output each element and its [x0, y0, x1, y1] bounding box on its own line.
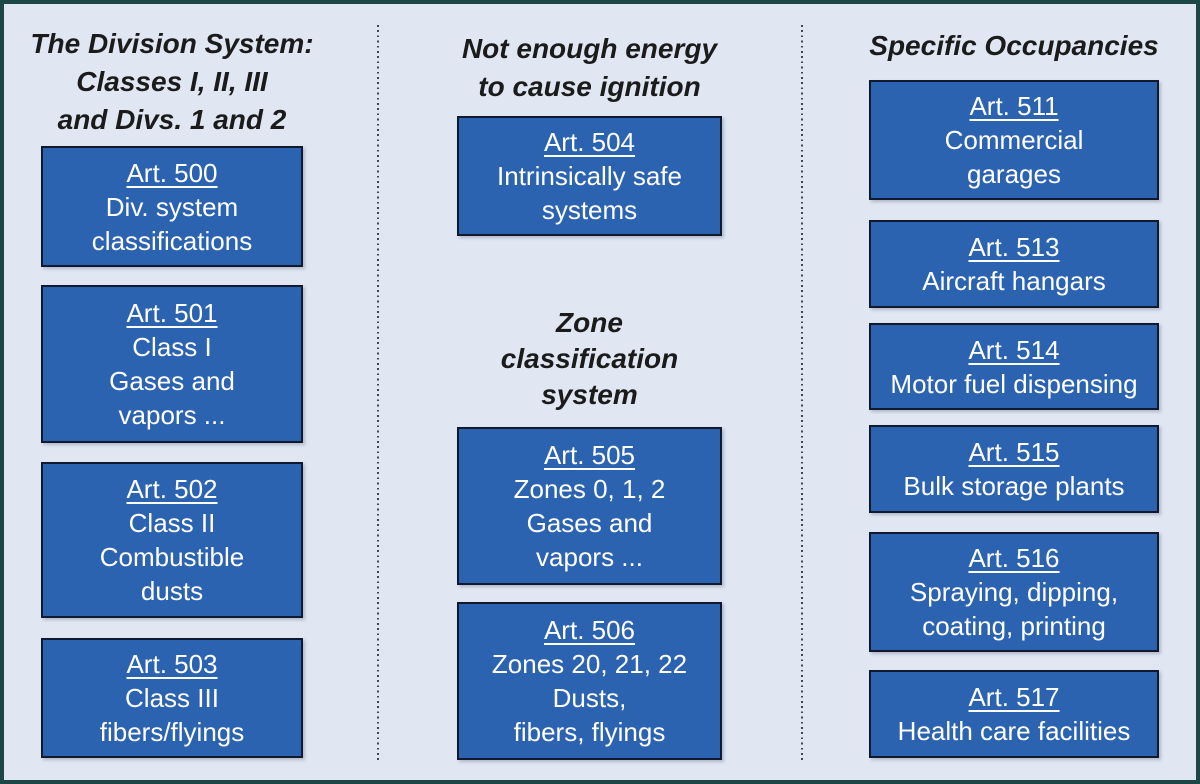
article-desc-line: Class III — [125, 683, 219, 713]
article-desc-line: Dusts, — [552, 683, 627, 713]
header-line: Classes I, II, III — [76, 66, 268, 97]
article-box-506: Art. 506 Zones 20, 21, 22 Dusts, fibers,… — [457, 602, 722, 760]
article-box-513: Art. 513 Aircraft hangars — [869, 220, 1159, 308]
article-box-505: Art. 505 Zones 0, 1, 2 Gases and vapors … — [457, 427, 722, 585]
article-box-515: Art. 515 Bulk storage plants — [869, 425, 1159, 513]
article-desc-line: fibers/flyings — [99, 717, 245, 747]
article-desc-line: Health care facilities — [897, 716, 1131, 746]
article-link-515[interactable]: Art. 515 — [968, 437, 1060, 467]
article-box-501: Art. 501 Class I Gases and vapors ... — [41, 285, 303, 443]
article-desc-line: Gases and — [109, 366, 235, 396]
intrinsic-safety-header: Not enough energy to cause ignition — [437, 30, 742, 106]
header-line: and Divs. 1 and 2 — [57, 104, 287, 135]
division-system-header: The Division System: Classes I, II, III … — [21, 25, 323, 139]
article-desc-line: dusts — [140, 576, 204, 606]
article-link-503[interactable]: Art. 503 — [126, 649, 218, 679]
article-desc-line: fibers, flyings — [513, 717, 666, 747]
article-desc-line: vapors ... — [118, 400, 226, 430]
article-desc-line: Aircraft hangars — [922, 266, 1106, 296]
article-box-504: Art. 504 Intrinsically safe systems — [457, 116, 722, 236]
article-desc-line: Class I — [132, 332, 212, 362]
column-divider-right — [801, 25, 803, 763]
article-box-516: Art. 516 Spraying, dipping, coating, pri… — [869, 532, 1159, 652]
article-link-511[interactable]: Art. 511 — [969, 91, 1059, 121]
article-link-500[interactable]: Art. 500 — [126, 157, 218, 188]
article-box-500: Art. 500 Div. system classifications — [41, 146, 303, 267]
article-box-511: Art. 511 Commercial garages — [869, 80, 1159, 200]
column-divider-left — [377, 25, 379, 763]
zone-classification-header: Zone classification system — [437, 305, 742, 413]
article-link-504[interactable]: Art. 504 — [543, 127, 636, 157]
article-link-517[interactable]: Art. 517 — [968, 682, 1060, 712]
article-box-514: Art. 514 Motor fuel dispensing — [869, 323, 1159, 410]
header-line: The Division System: — [30, 28, 314, 59]
article-desc-line: Zones 20, 21, 22 — [491, 649, 688, 679]
header-line: system — [541, 379, 638, 410]
article-desc-line: Commercial — [944, 125, 1084, 155]
article-box-517: Art. 517 Health care facilities — [869, 670, 1159, 758]
header-line: classification — [500, 343, 679, 374]
article-desc-line: Gases and — [526, 508, 653, 538]
article-desc-line: Zones 0, 1, 2 — [513, 474, 666, 504]
article-box-502: Art. 502 Class II Combustible dusts — [41, 462, 303, 618]
article-desc-line: vapors ... — [536, 542, 643, 572]
article-desc-line: Div. system — [105, 191, 239, 222]
article-link-501[interactable]: Art. 501 — [126, 298, 218, 328]
article-desc-line: Spraying, dipping, — [909, 577, 1119, 607]
header-line: Zone — [556, 307, 623, 338]
header-line: to cause ignition — [478, 71, 701, 102]
article-desc-line: Combustible — [99, 542, 245, 572]
article-link-506[interactable]: Art. 506 — [543, 615, 636, 645]
article-desc-line: systems — [541, 195, 638, 225]
article-desc-line: Bulk storage plants — [903, 471, 1125, 501]
specific-occupancies-header: Specific Occupancies — [849, 28, 1179, 64]
article-link-513[interactable]: Art. 513 — [968, 232, 1060, 262]
article-link-514[interactable]: Art. 514 — [968, 334, 1060, 365]
article-box-503: Art. 503 Class III fibers/flyings — [41, 638, 303, 758]
article-link-502[interactable]: Art. 502 — [126, 474, 218, 504]
article-desc-line: garages — [967, 159, 1061, 189]
article-desc-line: Motor fuel dispensing — [890, 368, 1138, 399]
article-desc-line: coating, printing — [922, 611, 1106, 641]
header-line: Specific Occupancies — [869, 30, 1159, 61]
article-desc-line: classifications — [91, 225, 253, 256]
article-link-505[interactable]: Art. 505 — [543, 440, 636, 470]
header-line: Not enough energy — [461, 33, 718, 64]
article-desc-line: Class II — [128, 508, 216, 538]
article-link-516[interactable]: Art. 516 — [968, 543, 1060, 573]
article-desc-line: Intrinsically safe — [497, 161, 682, 191]
